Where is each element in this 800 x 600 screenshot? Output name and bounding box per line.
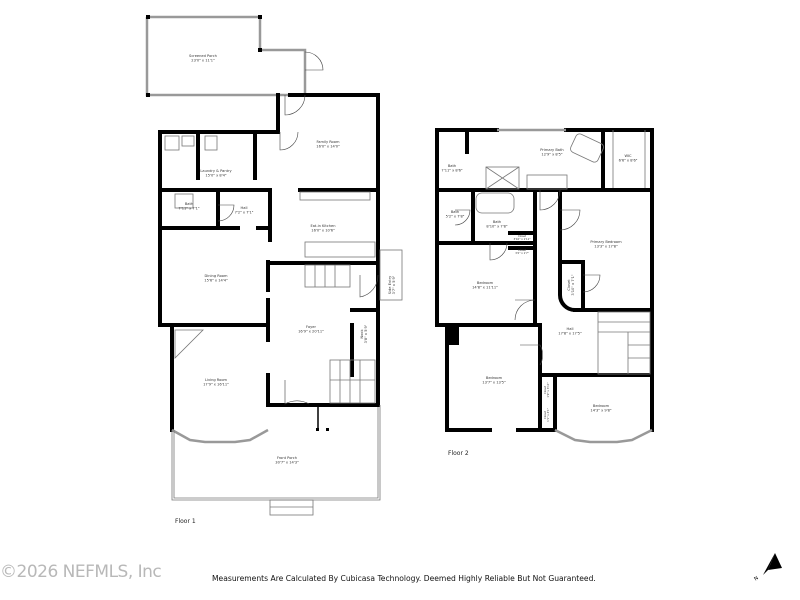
room-label-closet-3: Closet3'10" x 7'1" <box>567 274 575 295</box>
floor-2-label: Floor 2 <box>448 450 469 457</box>
floor-2-walls <box>435 128 654 444</box>
north-arrow-icon: N <box>753 553 782 582</box>
room-label-closet-5: Closet1'1" x 4'1" <box>543 408 550 422</box>
floor-2-doors <box>454 189 601 366</box>
room-label-nook: Nook3'8" x 5'9" <box>360 324 368 343</box>
watermark: ©2026 NEFMLS, Inc <box>0 562 162 582</box>
floor-1-doors <box>217 94 379 405</box>
floor-1-stairs <box>164 135 403 516</box>
screened-porch-walls <box>145 15 324 97</box>
front-porch-outline <box>171 405 381 501</box>
floor-1-walls <box>158 93 380 444</box>
compass-label: N <box>753 575 760 582</box>
floor-2-fixtures <box>475 130 651 375</box>
disclaimer-text: Measurements Are Calculated By Cubicasa … <box>212 574 596 583</box>
room-label-closet-4: Closet1'9" x 3'11" <box>543 382 550 397</box>
room-label-side-entry: Side Entry3'7" x 5'9" <box>388 275 396 295</box>
floor-1-label: Floor 1 <box>175 518 196 525</box>
